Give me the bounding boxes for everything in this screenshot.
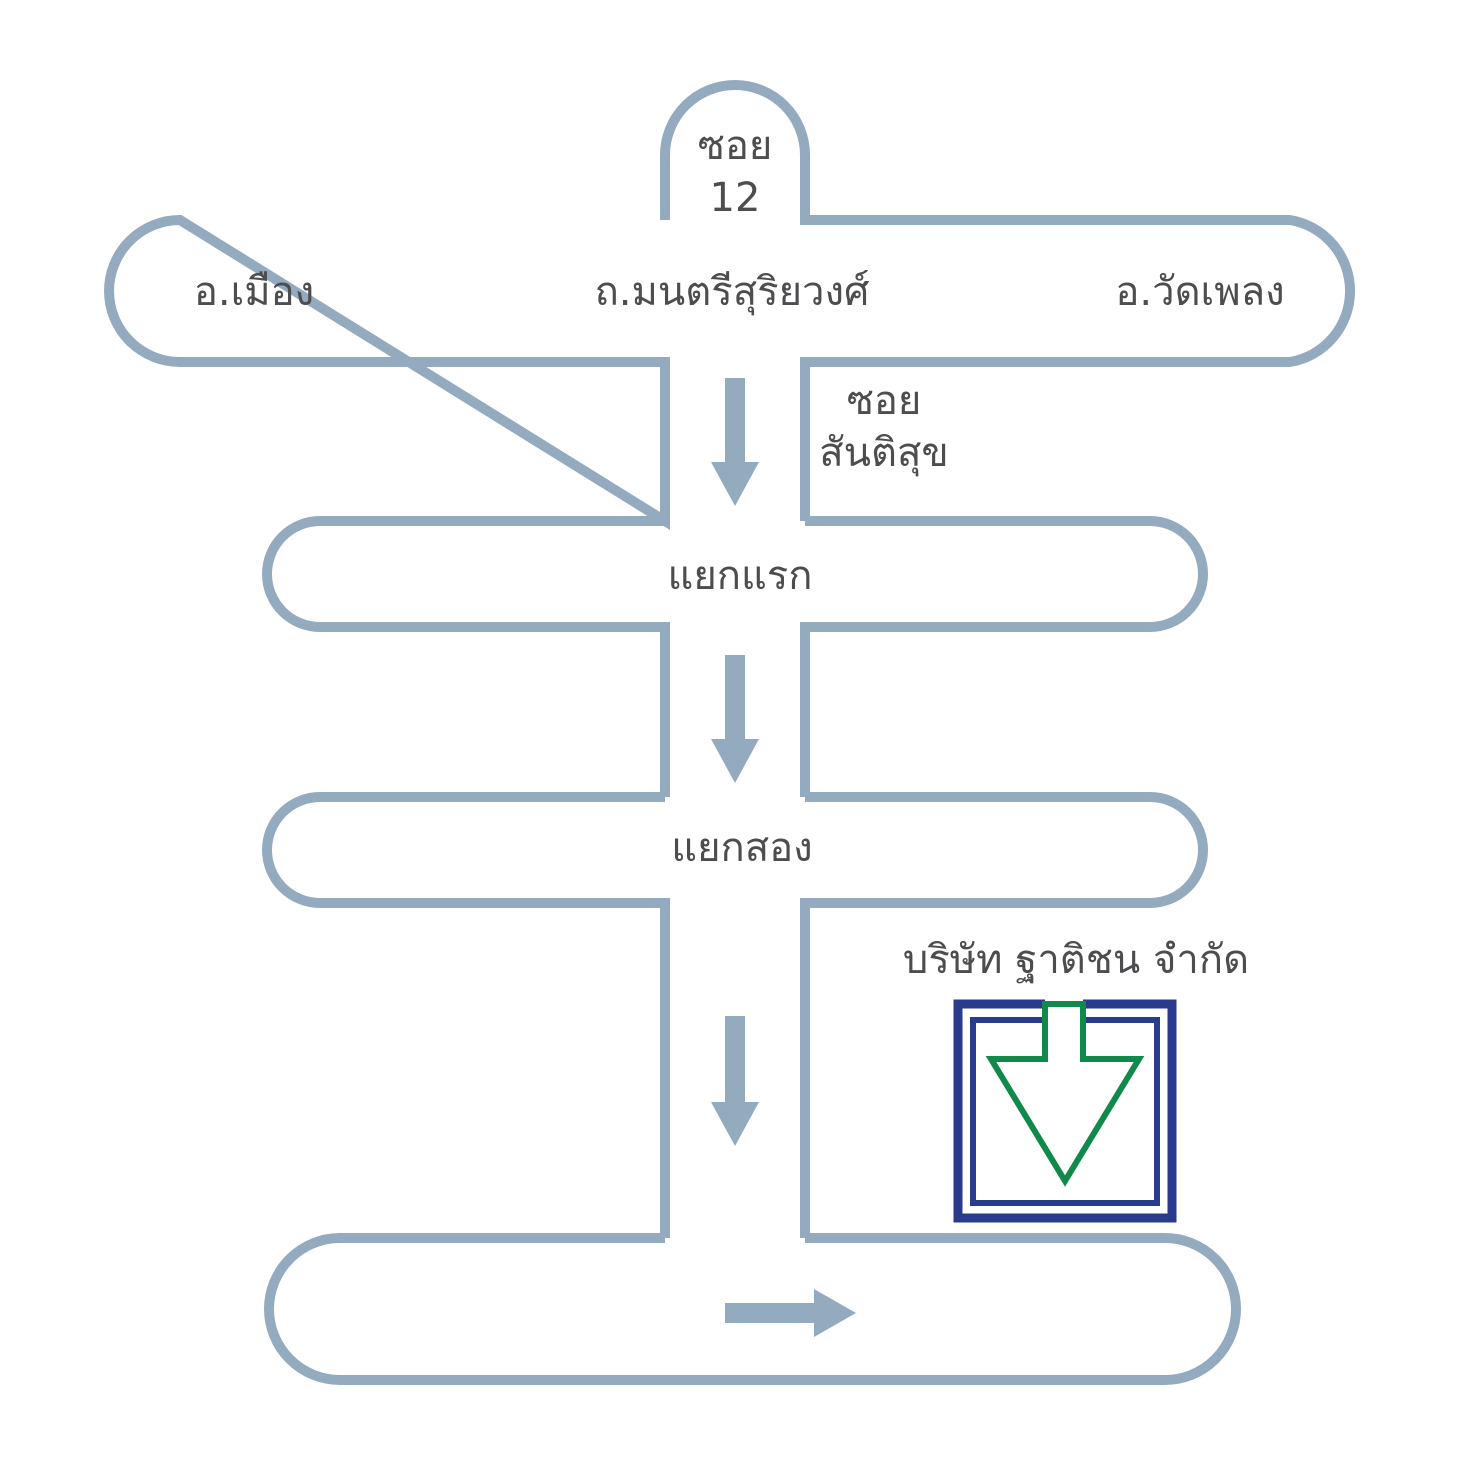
right-district-label: อ.วัดเพลง <box>1115 269 1285 315</box>
main-road-outline <box>104 80 1355 530</box>
arrow-right-icon <box>725 1289 856 1337</box>
soi-12-label-line1: ซอย <box>697 123 773 169</box>
company-logo-icon <box>953 999 1177 1223</box>
second-junction-outline <box>262 792 1208 1238</box>
first-junction-label: แยกแรก <box>667 553 813 599</box>
soi-12-label: ซอย 12 <box>698 126 773 218</box>
bottom-road-outline <box>264 1233 1241 1385</box>
first-junction-outline <box>262 516 1208 797</box>
soi-santisuk-label-line1: ซอย <box>846 378 922 424</box>
soi-12-label-line2: 12 <box>709 175 761 221</box>
left-district-label: อ.เมือง <box>193 269 315 315</box>
main-road-label: ถ.มนตรีสุริยวงศ์ <box>594 269 870 315</box>
arrow-down-icon <box>711 378 759 506</box>
soi-santisuk-label-line2: สันติสุข <box>819 430 949 476</box>
second-junction-label: แยกสอง <box>671 825 813 871</box>
arrow-down-icon <box>711 1016 759 1146</box>
arrow-down-icon <box>711 655 759 783</box>
company-name-label: บริษัท ฐาติชน จำกัด <box>902 937 1250 983</box>
soi-santisuk-label: ซอย สันติสุข <box>819 381 949 473</box>
